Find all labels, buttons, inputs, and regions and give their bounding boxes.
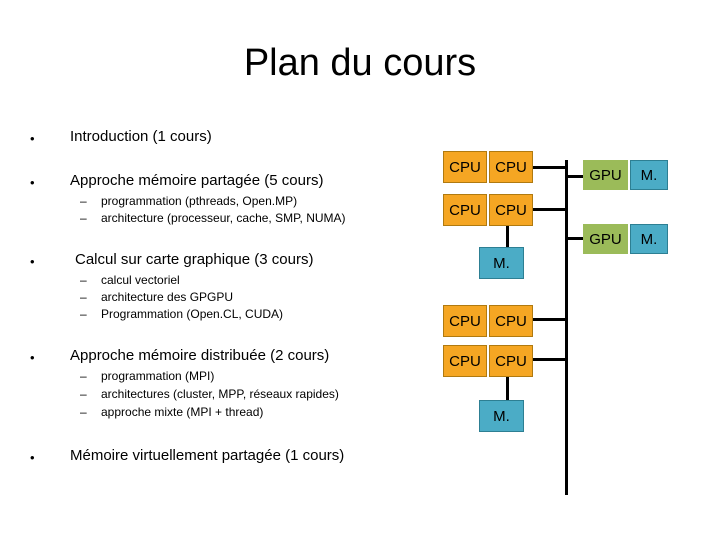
interconnect-line <box>568 237 583 240</box>
dash-symbol: – <box>80 211 87 225</box>
bus-line <box>506 226 509 248</box>
outline-item-3: Calcul sur carte graphique (3 cours) <box>75 251 314 268</box>
outline-sub-item: approche mixte (MPI + thread) <box>101 405 264 419</box>
cpu-box: CPU <box>489 194 533 226</box>
outline-sub-item: programmation (MPI) <box>101 369 215 383</box>
outline-sub-item: calcul vectoriel <box>101 273 180 287</box>
memory-box: M. <box>479 247 524 279</box>
interconnect-line <box>568 175 583 178</box>
dash-symbol: – <box>80 273 87 287</box>
gpu-box: GPU <box>583 160 628 190</box>
bullet-dot: • <box>30 175 35 190</box>
bullet-dot: • <box>30 450 35 465</box>
cpu-box: CPU <box>489 345 533 377</box>
interconnect-line <box>533 358 568 361</box>
outline-sub-item: architectures (cluster, MPP, réseaux rap… <box>101 387 339 401</box>
outline-sub-item: architecture des GPGPU <box>101 290 234 304</box>
outline-item-2: Approche mémoire partagée (5 cours) <box>70 172 324 189</box>
dash-symbol: – <box>80 387 87 401</box>
dash-symbol: – <box>80 307 87 321</box>
cpu-box: CPU <box>443 194 487 226</box>
outline-sub-item: architecture (processeur, cache, SMP, NU… <box>101 211 346 225</box>
dash-symbol: – <box>80 405 87 419</box>
outline-item-5: Mémoire virtuellement partagée (1 cours) <box>70 447 345 464</box>
outline-sub-item: programmation (pthreads, Open.MP) <box>101 194 298 208</box>
bullet-dot: • <box>30 254 35 269</box>
interconnect-line <box>533 318 568 321</box>
interconnect-line <box>565 160 568 495</box>
slide-title: Plan du cours <box>243 42 477 84</box>
dash-symbol: – <box>80 194 87 208</box>
cpu-box: CPU <box>443 151 487 183</box>
interconnect-line <box>533 208 568 211</box>
outline-item-1: Introduction (1 cours) <box>70 128 212 145</box>
cpu-box: CPU <box>443 345 487 377</box>
gpu-box: GPU <box>583 224 628 254</box>
outline-item-4: Approche mémoire distribuée (2 cours) <box>70 347 330 364</box>
dash-symbol: – <box>80 290 87 304</box>
outline-sub-item: Programmation (Open.CL, CUDA) <box>101 307 284 321</box>
cpu-box: CPU <box>489 305 533 337</box>
bullet-dot: • <box>30 350 35 365</box>
gpu-memory-box: M. <box>630 160 668 190</box>
cpu-box: CPU <box>489 151 533 183</box>
cpu-box: CPU <box>443 305 487 337</box>
memory-box: M. <box>479 400 524 432</box>
bus-line <box>506 377 509 401</box>
dash-symbol: – <box>80 369 87 383</box>
interconnect-line <box>533 166 568 169</box>
bullet-dot: • <box>30 131 35 146</box>
gpu-memory-box: M. <box>630 224 668 254</box>
